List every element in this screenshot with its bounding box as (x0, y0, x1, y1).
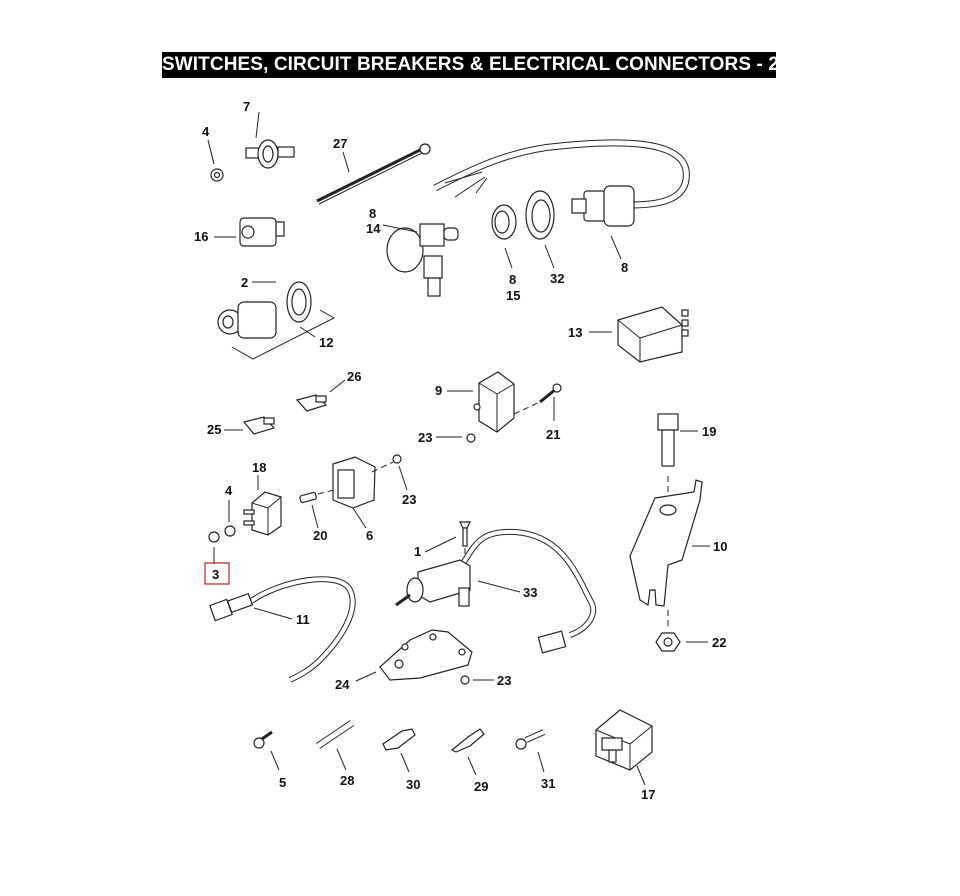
part-32-gasket[interactable] (525, 190, 555, 269)
callout-23-b[interactable]: 23 (402, 492, 416, 507)
part-21-screw[interactable] (513, 383, 562, 421)
callout-22[interactable]: 22 (712, 635, 726, 650)
part-20-screw[interactable] (299, 489, 335, 529)
callout-33[interactable]: 33 (523, 585, 537, 600)
callout-19[interactable]: 19 (702, 424, 716, 439)
callout-16[interactable]: 16 (194, 229, 208, 244)
callout-3[interactable]: 3 (212, 567, 219, 582)
callout-4[interactable]: 4 (202, 124, 210, 139)
part-18-circuit-breaker[interactable] (243, 475, 282, 536)
part-23-nut-a[interactable] (436, 433, 476, 443)
callout-5[interactable]: 5 (279, 775, 286, 790)
callout-31[interactable]: 31 (541, 776, 555, 791)
callout-28[interactable]: 28 (340, 773, 354, 788)
callout-8-a[interactable]: 8 (369, 206, 376, 221)
callout-4-b[interactable]: 4 (225, 483, 233, 498)
part-30-terminal[interactable] (382, 728, 416, 773)
callout-30[interactable]: 30 (406, 777, 420, 792)
part-23-nut-b[interactable] (392, 454, 408, 491)
part-12-switch-assembly[interactable] (217, 301, 336, 360)
part-16-switch[interactable] (214, 217, 285, 247)
part-17-relay-socket[interactable] (595, 709, 653, 786)
part-27-cable-tie[interactable] (316, 143, 431, 205)
callout-26[interactable]: 26 (347, 369, 361, 384)
part-9-block[interactable] (447, 371, 515, 433)
part-8-15-nut[interactable] (491, 204, 517, 269)
callout-9[interactable]: 9 (435, 383, 442, 398)
part-11-sensor[interactable] (209, 576, 356, 683)
part-7-switch[interactable] (245, 111, 295, 169)
callout-10[interactable]: 10 (713, 539, 727, 554)
callout-20[interactable]: 20 (313, 528, 327, 543)
callout-6[interactable]: 6 (366, 528, 373, 543)
callout-8-b[interactable]: 8 (509, 272, 516, 287)
callout-24[interactable]: 24 (335, 677, 350, 692)
part-4-nut-b[interactable] (224, 500, 236, 537)
callout-18[interactable]: 18 (252, 460, 266, 475)
callout-21[interactable]: 21 (546, 427, 560, 442)
callout-25[interactable]: 25 (207, 422, 221, 437)
callout-14[interactable]: 14 (366, 221, 381, 236)
callout-1[interactable]: 1 (414, 544, 421, 559)
callout-2[interactable]: 2 (241, 275, 248, 290)
part-22-nut[interactable] (655, 632, 708, 652)
part-4-nut[interactable] (207, 139, 224, 182)
part-19-bolt[interactable] (657, 413, 698, 500)
callout-12[interactable]: 12 (319, 335, 333, 350)
part-5-terminal[interactable] (253, 730, 280, 771)
part-25-fuse[interactable] (224, 416, 276, 435)
part-24-plate[interactable] (355, 629, 473, 682)
part-13-relay[interactable] (589, 306, 689, 363)
part-2-washer[interactable] (252, 281, 312, 323)
callout-15[interactable]: 15 (506, 288, 520, 303)
callout-8-c[interactable]: 8 (621, 260, 628, 275)
callout-13[interactable]: 13 (568, 325, 582, 340)
callout-27[interactable]: 27 (333, 136, 347, 151)
callout-23-c[interactable]: 23 (497, 673, 511, 688)
callout-7[interactable]: 7 (243, 99, 250, 114)
part-3-cap[interactable] (204, 531, 230, 585)
selected-callout-highlight (204, 562, 230, 585)
part-8-pressure-switch[interactable] (433, 139, 690, 260)
part-23-nut-c[interactable] (460, 675, 494, 685)
part-10-bracket[interactable] (629, 479, 710, 630)
part-33-neutral-switch[interactable] (395, 528, 597, 654)
callout-11[interactable]: 11 (296, 612, 310, 627)
callout-29[interactable]: 29 (474, 779, 488, 794)
callout-17[interactable]: 17 (641, 787, 655, 802)
callout-23-a[interactable]: 23 (418, 430, 432, 445)
part-28-butt-splice[interactable] (316, 720, 354, 771)
part-8-14-connector[interactable] (382, 223, 459, 297)
diagram-title: SWITCHES, CIRCUIT BREAKERS & ELECTRICAL … (162, 52, 811, 78)
part-26-fuse[interactable] (295, 379, 346, 412)
callout-32[interactable]: 32 (550, 271, 564, 286)
part-31-ring-terminal[interactable] (515, 729, 546, 773)
part-29-terminal[interactable] (450, 728, 485, 776)
part-6-cover[interactable] (332, 456, 394, 529)
